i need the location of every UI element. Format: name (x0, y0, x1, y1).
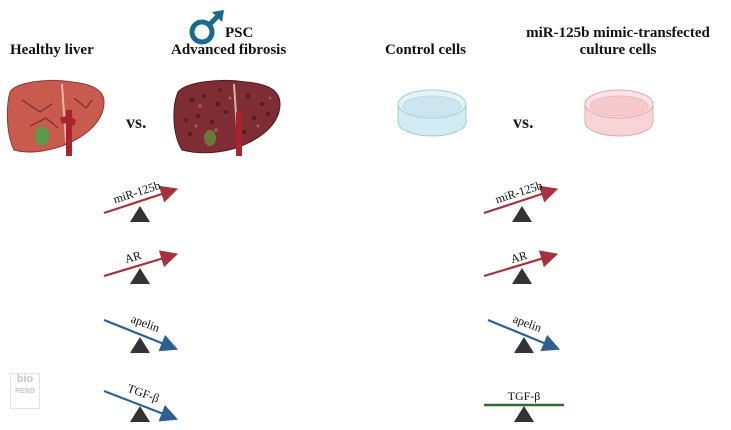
fulcrum-icon (512, 206, 532, 222)
down-arrow-icon (103, 389, 179, 422)
marker-label: TGF-β (508, 389, 541, 403)
fulcrum-icon (512, 268, 532, 284)
seesaw-tgfb-right: TGF-β (484, 389, 564, 422)
control-culture-dish-icon (397, 89, 467, 137)
fulcrum-icon (514, 406, 534, 422)
seesaw-tgfb-left: TGF-β (103, 381, 179, 422)
fibrotic-liver-icon (173, 79, 281, 156)
fulcrum-icon (130, 268, 150, 284)
vs-label-left: vs. (126, 112, 147, 132)
marker-label: AR (509, 248, 529, 266)
seesaw-mir125b-left: miR-125b (103, 178, 179, 222)
fulcrum-icon (130, 337, 150, 353)
mimic-culture-dish-icon (584, 89, 654, 137)
fulcrum-icon (514, 337, 534, 353)
psc-label: PSC (225, 25, 254, 41)
up-arrow-icon (103, 250, 179, 278)
seesaw-apelin-left: apelin (103, 312, 179, 353)
seesaw-mir125b-right: miR-125b (483, 178, 559, 222)
down-arrow-icon (103, 318, 179, 352)
seesaw-apelin-right: apelin (487, 312, 561, 353)
male-symbol-icon (188, 8, 230, 51)
seesaw-ar-left: AR (103, 248, 179, 284)
vs-label-right: vs. (513, 112, 534, 132)
up-arrow-icon (483, 250, 559, 278)
control-cells-heading: Control cells (385, 42, 466, 58)
up-arrow-icon (483, 185, 559, 215)
down-arrow-icon (487, 318, 561, 352)
mimic-heading-line2: culture cells (579, 42, 657, 58)
seesaw-ar-right: AR (483, 248, 559, 284)
mimic-heading-line1: miR-125b mimic-transfected (526, 25, 710, 41)
up-arrow-icon (103, 185, 179, 215)
mimic-transfected-heading: miR-125b mimic-transfected culture cells (504, 25, 731, 59)
fulcrum-icon (130, 206, 150, 222)
healthy-liver-icon (6, 79, 105, 156)
advanced-fibrosis-heading: Advanced fibrosis (171, 42, 287, 58)
marker-label: AR (123, 248, 143, 266)
healthy-liver-heading: Healthy liver (10, 42, 94, 58)
fulcrum-icon (130, 406, 150, 422)
